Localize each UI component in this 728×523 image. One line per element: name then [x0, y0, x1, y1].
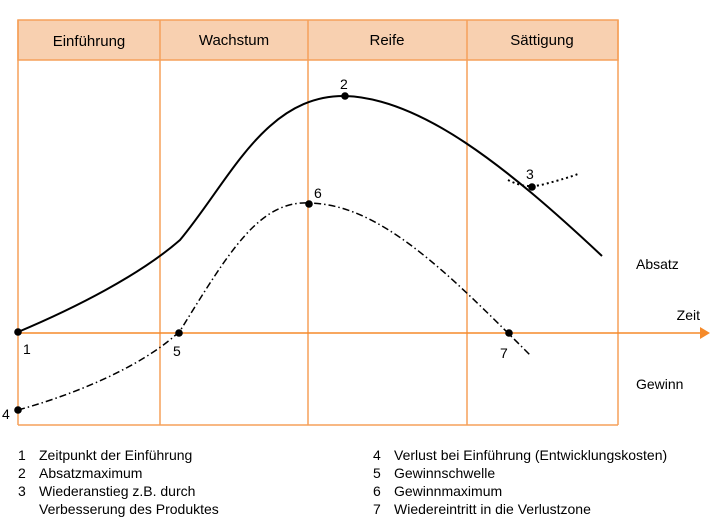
legend-text: Absatzmaximum — [39, 465, 143, 481]
legend-text: Gewinnmaximum — [394, 483, 503, 499]
legend-text: Verbesserung des Produktes — [39, 501, 219, 517]
legend-left-item-2: 2 Absatzmaximum — [18, 464, 142, 482]
legend-text: Gewinnschwelle — [394, 465, 496, 481]
legend-right-item-5: 5 Gewinnschwelle — [373, 464, 495, 482]
point-4-marker — [14, 406, 22, 414]
legend-text: Zeitpunkt der Einführung — [39, 447, 193, 463]
point-5-marker — [175, 329, 183, 337]
legend-number: 1 — [18, 447, 26, 463]
point-1-marker — [14, 328, 22, 336]
phase-label-saturation: Sättigung — [510, 32, 573, 49]
time-axis-label: Zeit — [677, 307, 700, 323]
legend-text: Wiedereintritt in die Verlustzone — [394, 501, 591, 517]
point-6-label: 6 — [314, 185, 322, 201]
point-2-marker — [341, 92, 349, 100]
phase-label-maturity: Reife — [369, 32, 404, 49]
time-axis-arrowhead — [700, 327, 710, 339]
phase-label-introduction: Einführung — [53, 33, 126, 50]
legend-number: 6 — [373, 483, 381, 499]
phase-header-band — [17, 19, 619, 61]
point-7-marker — [505, 329, 513, 337]
legend-text: Wiederanstieg z.B. durch — [39, 483, 196, 499]
point-2-label: 2 — [340, 76, 348, 92]
legend-left-item-3-continued: Verbesserung des Produktes — [18, 500, 219, 518]
legend-left-item-1: 1 Zeitpunkt der Einführung — [18, 446, 192, 464]
legend-number: 3 — [18, 483, 26, 499]
legend-number: 2 — [18, 465, 26, 481]
phase-label-growth: Wachstum — [199, 32, 269, 49]
point-3-marker — [528, 183, 536, 191]
legend-text: Verlust bei Einführung (Entwicklungskost… — [394, 447, 668, 463]
legend-number: 5 — [373, 465, 381, 481]
sales-curve — [17, 94, 603, 333]
point-6-marker — [305, 200, 313, 208]
legend-number: 7 — [373, 501, 381, 517]
sales-reincrease-curve — [507, 173, 579, 188]
legend-right-item-4: 4 Verlust bei Einführung (Entwicklungskos… — [373, 446, 667, 464]
point-7-label: 7 — [500, 345, 508, 361]
legend-number: 4 — [373, 447, 381, 463]
point-3-label: 3 — [526, 166, 534, 182]
legend-right-item-7: 7 Wiedereintritt in die Verlustzone — [373, 500, 591, 518]
profit-curve — [17, 202, 531, 411]
point-4-label: 4 — [2, 406, 10, 422]
point-1-label: 1 — [23, 341, 31, 357]
sales-label: Absatz — [636, 256, 679, 272]
point-5-label: 5 — [173, 343, 181, 359]
profit-label: Gewinn — [636, 376, 683, 392]
legend-left-item-3: 3 Wiederanstieg z.B. durch — [18, 482, 195, 500]
legend-right-item-6: 6 Gewinnmaximum — [373, 482, 502, 500]
